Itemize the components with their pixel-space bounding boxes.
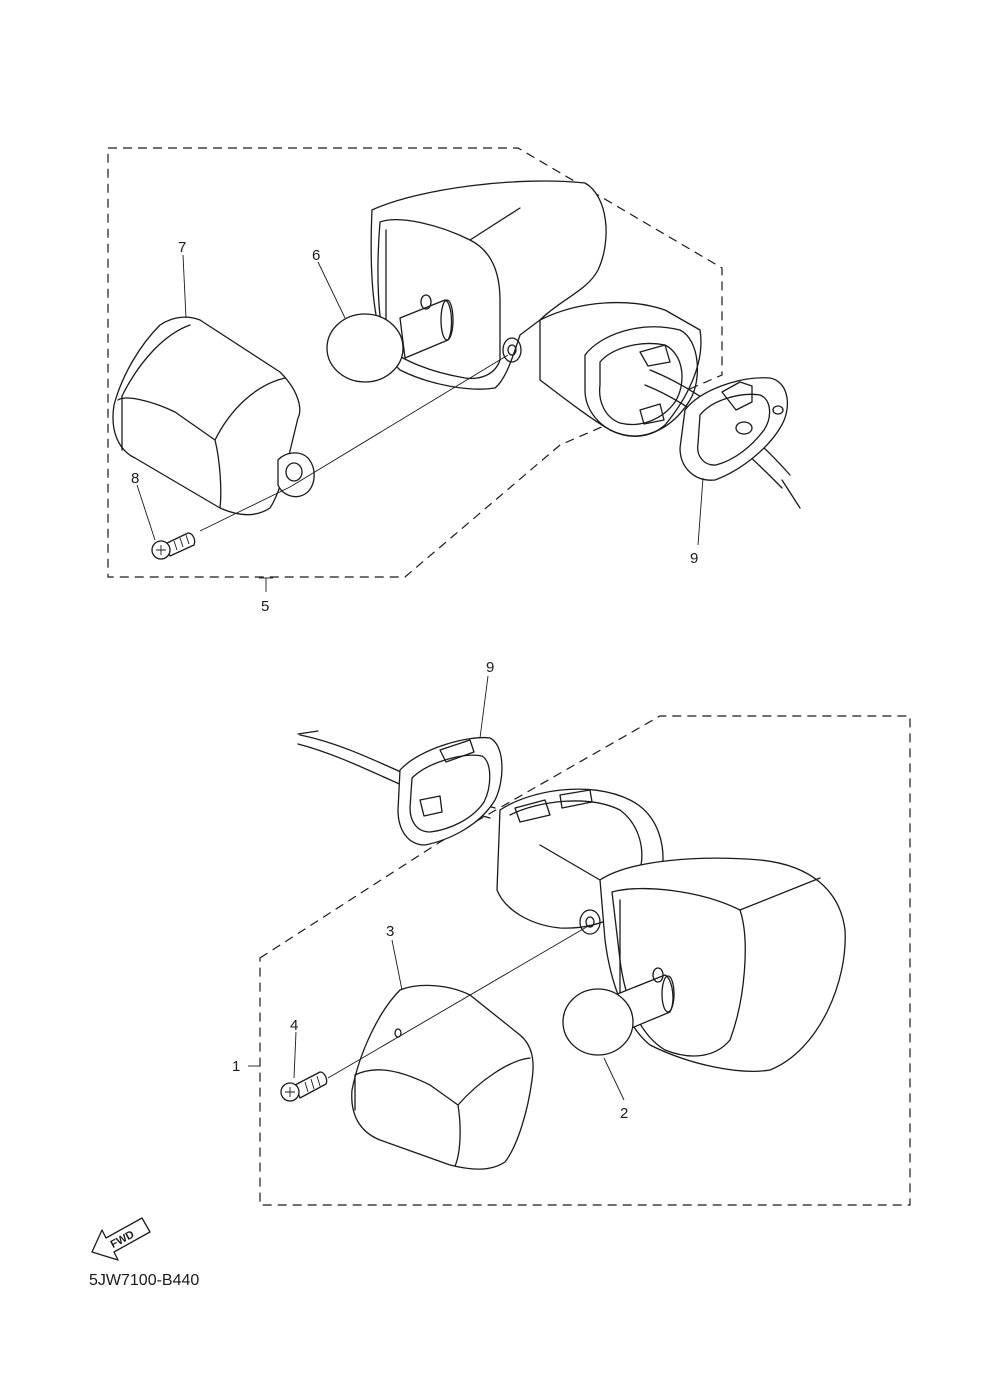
drawing-code: 5JW7100-B440 <box>89 1272 199 1289</box>
callout-1: 1 <box>232 1058 240 1075</box>
upper-grommet <box>679 377 789 481</box>
callout-4: 4 <box>290 1017 298 1034</box>
lower-grommet <box>397 736 503 846</box>
callout-9-upper: 9 <box>690 550 698 567</box>
callout-8: 8 <box>131 470 139 487</box>
upper-screw <box>151 532 196 560</box>
callout-6: 6 <box>312 247 320 264</box>
callout-5: 5 <box>261 598 269 615</box>
lower-assembly-boundary <box>259 715 911 1206</box>
upper-bulb <box>326 294 454 383</box>
callout-9-lower: 9 <box>486 659 494 676</box>
callout-3: 3 <box>386 923 394 940</box>
lower-screw <box>280 1071 328 1102</box>
upper-lens <box>112 316 315 516</box>
lower-housing <box>496 788 846 1072</box>
upper-assembly: 7 6 8 9 5 <box>107 147 801 615</box>
lower-assembly: 9 3 4 1 2 <box>232 659 911 1206</box>
upper-housing <box>370 180 702 437</box>
callout-2: 2 <box>620 1105 628 1122</box>
callout-7: 7 <box>178 239 186 256</box>
lower-lens <box>351 984 534 1170</box>
lower-bulb <box>562 967 675 1056</box>
forward-direction-arrow: FWD <box>91 1217 151 1261</box>
